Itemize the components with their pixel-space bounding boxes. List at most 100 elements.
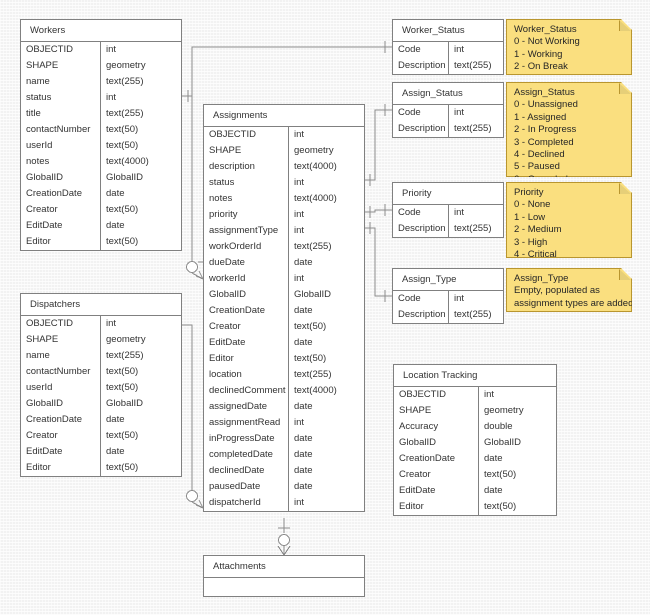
field-type: text(50) xyxy=(484,469,517,480)
entity-attachments[interactable]: Attachments xyxy=(203,555,365,597)
field-type: date xyxy=(294,481,313,492)
field-type: int xyxy=(454,207,465,218)
note-fold-corner-icon xyxy=(619,183,631,194)
field-name: Editor xyxy=(21,234,101,250)
field-row[interactable]: Creator text(50) xyxy=(394,467,556,483)
field-name: Creator xyxy=(394,467,479,483)
field-type: text(50) xyxy=(106,236,139,247)
note-fold-corner-icon xyxy=(619,83,631,94)
field-type: int xyxy=(454,44,465,55)
note-line: 0 - Unassigned xyxy=(514,99,578,111)
field-name: OBJECTID xyxy=(21,42,101,58)
field-type: text(50) xyxy=(106,462,139,473)
field-type: date xyxy=(294,337,313,348)
field-type: date xyxy=(106,446,125,457)
field-name: workerId xyxy=(204,271,289,287)
field-name: SHAPE xyxy=(394,403,479,419)
field-type: int xyxy=(484,389,495,400)
field-name: name xyxy=(21,348,101,364)
field-name: status xyxy=(204,175,289,191)
entity-fields-attachments xyxy=(204,578,364,596)
field-row[interactable]: Editor text(50) xyxy=(21,234,181,250)
field-type: text(255) xyxy=(454,223,492,234)
note-line: 4 - Declined xyxy=(514,149,565,161)
